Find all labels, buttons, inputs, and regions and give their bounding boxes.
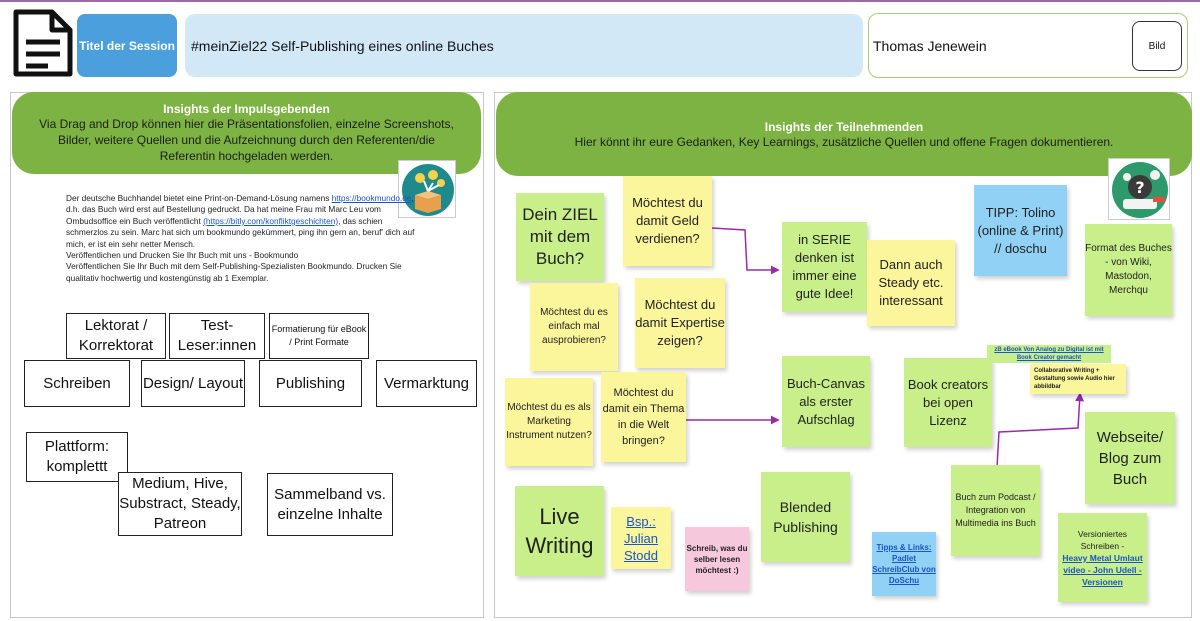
note-in-serie[interactable]: in SERIE denken ist immer eine gute Idee…: [782, 222, 867, 312]
session-title-field[interactable]: #meinZiel22 Self-Publishing eines online…: [185, 14, 863, 77]
info-text-description: Veröffentlichen Sie Ihr Buch mit dem Sel…: [66, 261, 402, 283]
image-button[interactable]: Bild: [1132, 21, 1182, 71]
note-live-writing[interactable]: Live Writing: [515, 486, 604, 576]
info-text-intro: Der deutsche Buchhandel bietet eine Prin…: [66, 193, 330, 203]
versioniert-label: Versioniertes Schreiben -: [1077, 528, 1128, 551]
box-design-layout[interactable]: Design/ Layout: [141, 360, 245, 407]
bookmundo-info-text: Der deutsche Buchhandel bietet eine Prin…: [66, 193, 420, 284]
info-text-part-c: , das schien schmerzlos zu sein. Marc ha…: [66, 215, 415, 249]
ebook-link-text[interactable]: zB eBook Von Analog zu Digital ist mit B…: [994, 347, 1104, 361]
svg-text:?: ?: [1135, 178, 1144, 197]
speaker-insights-description: Via Drag and Drop können hier die Präsen…: [39, 117, 454, 163]
note-ausprobieren[interactable]: Möchtest du es einfach mal ausprobieren?: [530, 283, 618, 371]
tipps-links-text[interactable]: Tipps & Links: Padlet SchreibClub von Do…: [872, 543, 936, 585]
info-text-part-b: , d.h. das Buch wird erst auf Bestellung…: [66, 193, 414, 226]
julian-stodd-link[interactable]: Bsp.: Julian Stodd: [624, 513, 658, 563]
speaker-insights-title: Insights der Impulsgebenden: [163, 102, 330, 116]
note-blended-publishing[interactable]: Blended Publishing: [761, 472, 850, 562]
box-testleser[interactable]: Test-Leser:innen: [169, 313, 265, 359]
idea-box-icon: [398, 160, 456, 218]
box-formatierung[interactable]: Formatierung für eBook / Print Formate: [269, 313, 369, 359]
note-dein-ziel[interactable]: Dein ZIEL mit dem Buch?: [516, 193, 604, 281]
note-ebook-link[interactable]: zB eBook Von Analog zu Digital ist mit B…: [987, 345, 1111, 363]
box-plattform[interactable]: Plattform: komplettt: [26, 432, 128, 482]
info-text-heading: Veröffentlichen und Drucken Sie Ihr Buch…: [66, 250, 299, 261]
box-schreiben[interactable]: Schreiben: [24, 360, 130, 407]
participant-insights-title: Insights der Teilnehmenden: [764, 120, 924, 134]
note-webseite-blog[interactable]: Webseite/ Blog zum Buch: [1085, 412, 1175, 504]
session-title-label: Titel der Session: [77, 14, 177, 77]
author-field[interactable]: Thomas Jenewein: [868, 13, 1188, 78]
note-steady[interactable]: Dann auch Steady etc. interessant: [867, 240, 955, 326]
note-schreib-was[interactable]: Schreib, was du selber lesen möchtest :): [685, 527, 749, 591]
note-buch-canvas[interactable]: Buch-Canvas als erster Aufschlag: [782, 356, 870, 447]
note-geld-verdienen[interactable]: Möchtest du damit Geld verdienen?: [623, 176, 712, 266]
note-tolino-tipp[interactable]: TIPP: Tolino (online & Print) // doschu: [974, 185, 1067, 276]
note-marketing[interactable]: Möchtest du es als Marketing Instrument …: [505, 378, 593, 466]
konfliktgeschichten-link[interactable]: (https://bitly.com/konfliktgeschichten): [203, 215, 339, 226]
note-buch-podcast[interactable]: Buch zum Podcast / Integration von Multi…: [951, 465, 1040, 556]
note-julian-stodd[interactable]: Bsp.: Julian Stodd: [611, 507, 671, 569]
author-name: Thomas Jenewein: [873, 37, 987, 54]
box-sammelband[interactable]: Sammelband vs. einzelne Inhalte: [267, 473, 393, 536]
note-thema[interactable]: Möchtest du damit ein Thema in die Welt …: [601, 372, 686, 462]
box-vermarktung[interactable]: Vermarktung: [376, 360, 477, 407]
participant-insights-description: Hier könnt ihr eure Gedanken, Key Learni…: [574, 135, 1114, 149]
document-icon: [12, 8, 76, 78]
note-versioniertes-schreiben[interactable]: Versioniertes Schreiben - Heavy Metal Um…: [1058, 513, 1147, 602]
question-head-icon: ?: [1108, 158, 1170, 220]
box-medium-hive[interactable]: Medium, Hive, Substract, Steady, Patreon: [118, 472, 242, 536]
note-collaborative-writing[interactable]: Collaborative Writing + Gestaltung sowie…: [1030, 364, 1126, 394]
note-format[interactable]: Format des Buches - von Wiki, Mastodon, …: [1085, 224, 1172, 316]
participant-insights-banner: Insights der Teilnehmenden Hier könnt ih…: [496, 92, 1192, 176]
note-tipps-links[interactable]: Tipps & Links: Padlet SchreibClub von Do…: [872, 532, 936, 596]
note-expertise[interactable]: Möchtest du damit Expertise zeigen?: [635, 278, 725, 368]
box-publishing[interactable]: Publishing: [259, 360, 362, 407]
top-accent-line: [0, 0, 1200, 2]
note-book-creators[interactable]: Book creators bei open Lizenz: [904, 358, 992, 447]
versioniert-link[interactable]: Heavy Metal Umlaut video - John Udell - …: [1062, 552, 1143, 587]
box-lektorat[interactable]: Lektorat / Korrektorat: [66, 313, 166, 359]
bookmundo-link[interactable]: https://bookmundo.de: [331, 193, 412, 203]
